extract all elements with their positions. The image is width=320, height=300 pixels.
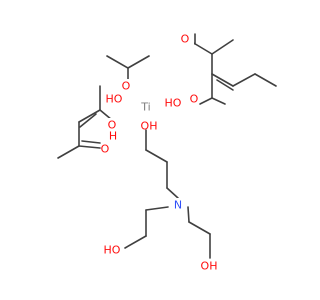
- bond: [81, 140, 101, 144]
- atom-labels: O O HO HO O Ti O H OH O N HO OH: [101, 32, 218, 273]
- oxygen-atom: O: [181, 33, 190, 46]
- hydrogen-label: H: [109, 130, 117, 143]
- bond: [188, 221, 211, 235]
- bond: [216, 79, 234, 91]
- bond: [79, 113, 97, 128]
- bond: [232, 73, 256, 87]
- bond: [145, 206, 169, 211]
- oxygen-atom: O: [101, 143, 110, 156]
- titanium-atom: Ti: [140, 101, 150, 114]
- label-bg: [170, 198, 186, 212]
- bond: [78, 145, 101, 149]
- oxygen-atom: O: [190, 93, 199, 106]
- hydroxyl-label: OH: [141, 120, 158, 133]
- bond: [211, 39, 234, 55]
- bond: [127, 55, 150, 69]
- hydroxyl-label: HO: [165, 97, 182, 110]
- label-bg: [163, 96, 183, 110]
- structure-canvas: O O HO HO O Ti O H OH O N HO OH: [57, 32, 277, 273]
- bond: [57, 145, 80, 159]
- hydroxyl-label: HO: [104, 244, 121, 257]
- label-bg: [178, 32, 194, 46]
- bond: [211, 73, 234, 87]
- label-bg: [118, 79, 134, 93]
- bonds: [57, 33, 277, 259]
- oxygen-atom: O: [122, 80, 131, 93]
- bond: [187, 206, 190, 223]
- bond: [106, 55, 129, 69]
- bond: [166, 187, 179, 199]
- nitrogen-atom: N: [174, 199, 182, 212]
- hydroxyl-label: OH: [201, 260, 218, 273]
- bond: [78, 109, 101, 123]
- label-bg: [103, 118, 121, 132]
- bond: [254, 73, 277, 87]
- bond: [211, 97, 226, 105]
- bond: [124, 235, 147, 249]
- oxygen-atom: O: [108, 119, 117, 132]
- bond: [145, 149, 168, 163]
- bond: [199, 97, 213, 105]
- molecule-diagram: O O HO HO O Ti O H OH O N HO OH: [57, 32, 277, 273]
- hydroxyl-label: HO: [106, 93, 123, 106]
